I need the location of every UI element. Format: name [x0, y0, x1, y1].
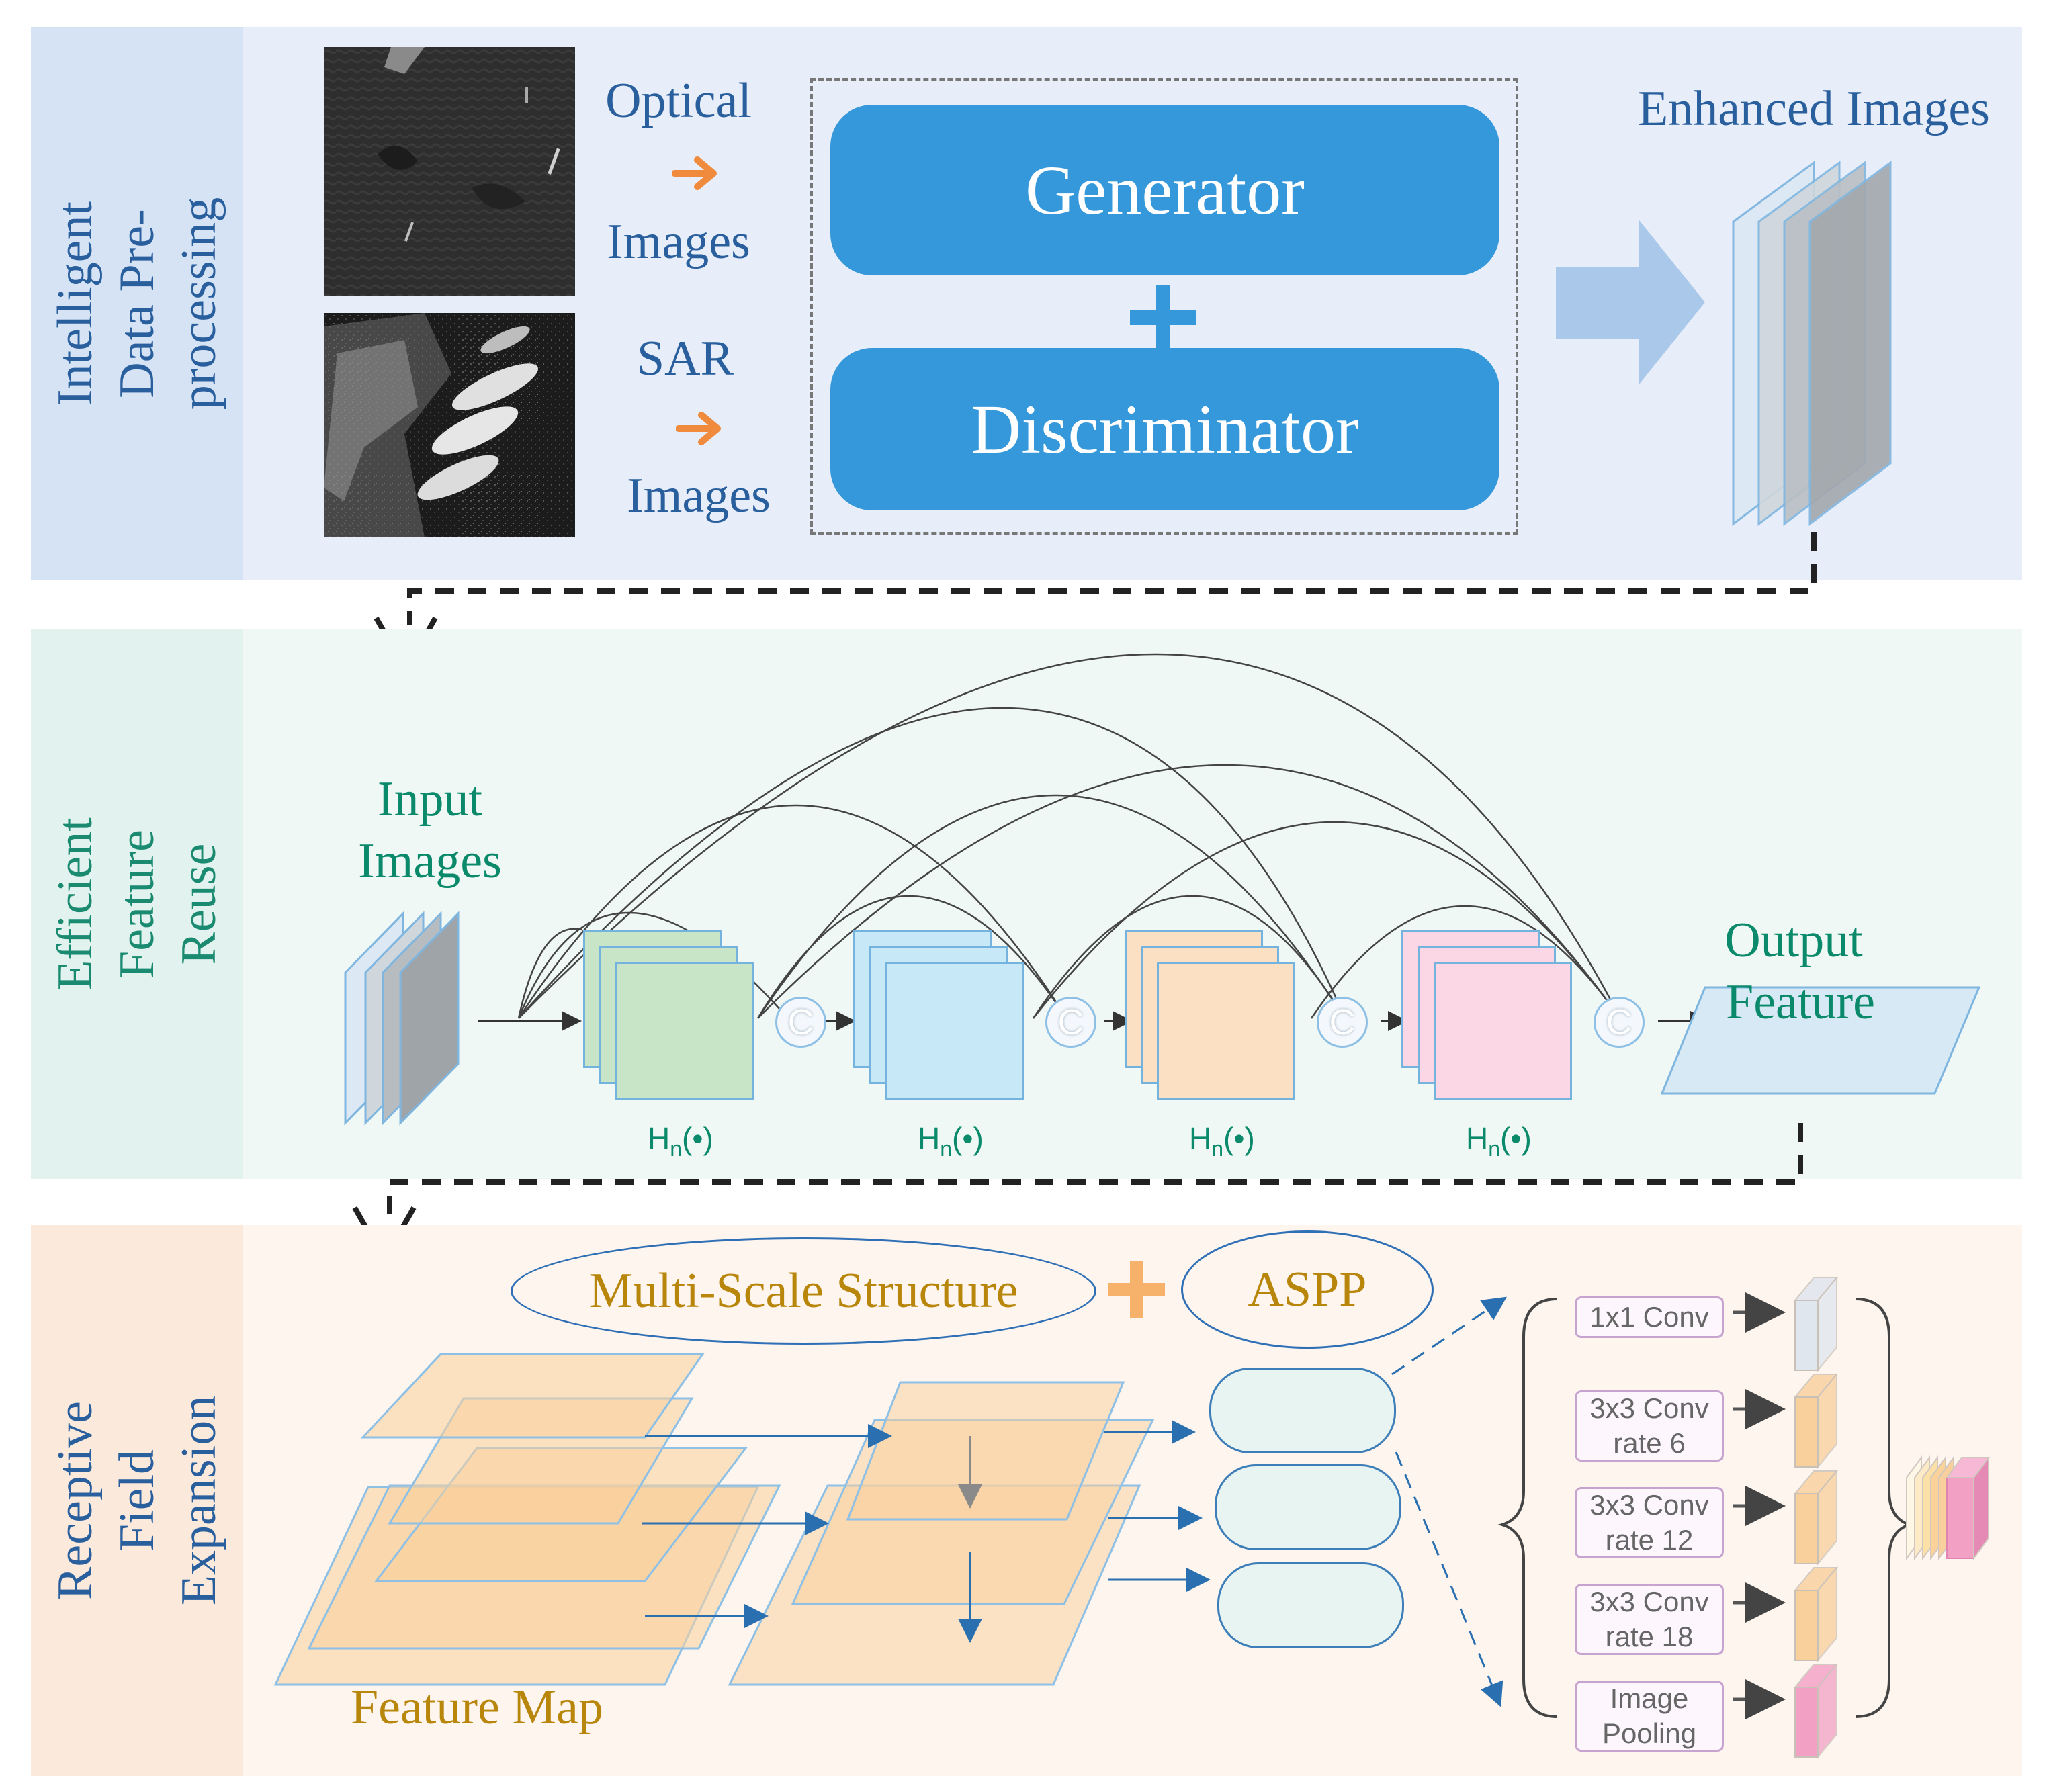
concat-icon: C: [775, 997, 826, 1048]
aspp-pill-1: [1209, 1368, 1396, 1453]
dense-block-layer: [615, 962, 754, 1100]
input-images-stack: [344, 911, 460, 1126]
aspp-branch-line1: 3x3 Conv: [1589, 1586, 1709, 1617]
plus-icon: [1108, 1261, 1165, 1318]
dense-block-layer: [1157, 962, 1295, 1100]
panel-receptive-field-sidebar: Receptive Field Expansion: [31, 1225, 243, 1776]
generator-box: Generator: [830, 105, 1499, 275]
aspp-branch-line2: Pooling: [1602, 1717, 1697, 1749]
aspp-branch-line1: Image: [1610, 1683, 1689, 1714]
concat-icon: C: [1317, 997, 1368, 1048]
optical-image-texture: [324, 47, 575, 296]
optical-image-thumbnail: [324, 47, 575, 296]
concat-icon: C: [1594, 997, 1645, 1048]
plus-icon: [1130, 285, 1196, 351]
aspp-branch-line2: rate 18: [1605, 1621, 1694, 1652]
aspp-branch-line2: rate 12: [1605, 1524, 1694, 1556]
dense-block-diagram: [344, 653, 1981, 1126]
aspp-branch-output-cube: [1791, 1467, 1841, 1568]
optical-label-line1: Optical: [605, 73, 752, 128]
aspp-pill-2: [1215, 1464, 1401, 1550]
dense-block-layer: [1434, 962, 1572, 1100]
aspp-branch-line1: 3x3 Conv: [1589, 1489, 1709, 1521]
feature-map-right: [728, 1381, 1155, 1686]
aspp-branch-line2: rate 6: [1613, 1427, 1686, 1459]
aspp-branch-output-cube: [1791, 1273, 1841, 1374]
aspp-ellipse: ASPP: [1181, 1230, 1434, 1349]
concat-icon: C: [1045, 997, 1096, 1048]
panel-feature-reuse-sidebar: Efficient Feature Reuse: [31, 629, 243, 1179]
feature-map-label: Feature Map: [350, 1680, 604, 1735]
block-function-label: Hn(•): [1466, 1121, 1532, 1161]
block-function-label: Hn(•): [648, 1121, 713, 1161]
panel-preprocessing-sidebar: Intelligent Data Pre-processing: [31, 27, 243, 580]
sar-image-thumbnail: [324, 313, 575, 537]
feature-map-left: [273, 1353, 781, 1686]
skip-connections: [517, 653, 1623, 1022]
enhanced-images-stack: [1732, 161, 1892, 526]
orange-arrow-icon: [672, 156, 717, 190]
multiscale-ellipse: Multi-Scale Structure: [511, 1237, 1096, 1345]
enhanced-images-label: Enhanced Images: [1638, 81, 1990, 136]
output-feature-label-line2: Feature: [1726, 975, 1875, 1030]
sar-label-line1: SAR: [637, 331, 734, 386]
orange-arrow-icon: [676, 412, 721, 445]
discriminator-box: Discriminator: [830, 348, 1499, 510]
aspp-branch-output-cube: [1791, 1660, 1841, 1761]
dense-block-layer: [885, 962, 1024, 1100]
input-images-label-line2: Images: [358, 834, 502, 889]
aspp-branch-line1: 1x1 Conv: [1589, 1301, 1709, 1333]
block-function-label: Hn(•): [918, 1121, 984, 1161]
sar-label-line2: Images: [627, 468, 771, 523]
output-feature-label-line1: Output: [1725, 913, 1863, 968]
gan-frame: [810, 78, 1518, 535]
sar-image-texture: [324, 313, 575, 537]
block-function-label: Hn(•): [1189, 1121, 1255, 1161]
optical-label-line2: Images: [607, 214, 750, 269]
output-feature-plane: [1660, 986, 1981, 1095]
aspp-branch-output-cube: [1791, 1370, 1841, 1471]
aspp-branch-output-cube: [1791, 1564, 1841, 1664]
aspp-branch-box: 3x3 Conv rate 18: [1575, 1584, 1724, 1655]
aspp-branch-box: 1x1 Conv: [1575, 1296, 1724, 1338]
aspp-branch-line1: 3x3 Conv: [1589, 1392, 1709, 1424]
big-arrow-icon: [1556, 220, 1705, 384]
aspp-concat-stack: [1906, 1455, 1990, 1561]
input-images-label-line1: Input: [377, 772, 483, 827]
aspp-pill-3: [1217, 1562, 1404, 1648]
